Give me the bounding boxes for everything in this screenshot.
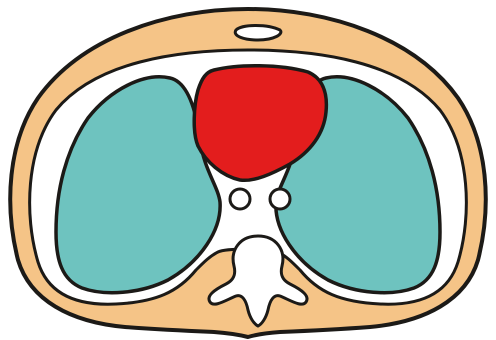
aorta [270, 189, 290, 209]
sternum [235, 26, 281, 41]
esophagus [230, 189, 250, 209]
